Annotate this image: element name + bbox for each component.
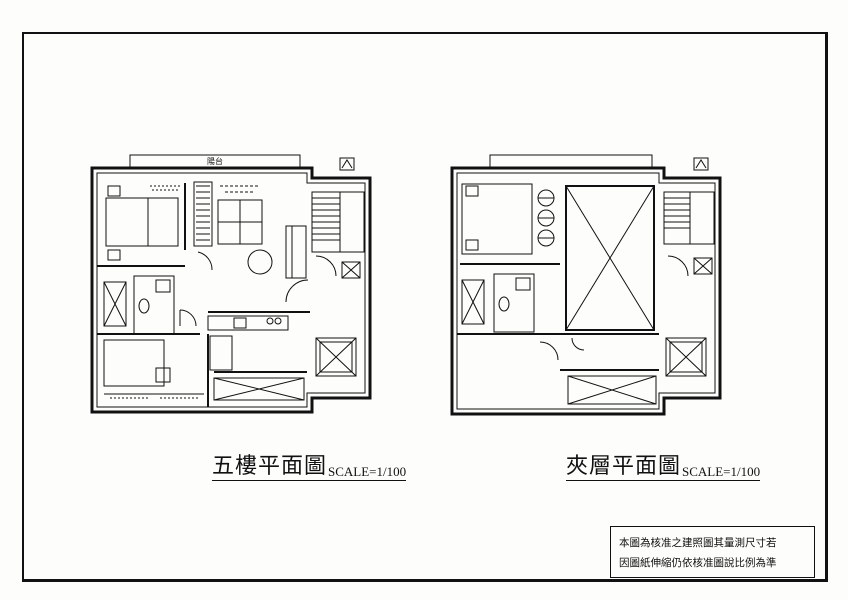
note-line-1: 本圖為核准之建照圖其量測尺寸若 — [619, 537, 777, 549]
mezzanine-bedroom — [460, 183, 560, 265]
floor5-kitchen — [207, 311, 310, 371]
floor5-utility — [213, 371, 307, 401]
mezzanine-vent — [693, 157, 709, 171]
floor5-master-bedroom — [97, 183, 186, 267]
floor5-scale-text: SCALE=1/100 — [328, 464, 407, 479]
floor5-plan: 陽台 — [90, 154, 372, 414]
mezzanine-void — [565, 185, 655, 331]
mezzanine-elevator — [665, 337, 707, 377]
mezzanine-scale-text: SCALE=1/100 — [682, 464, 761, 479]
drawing-frame — [22, 32, 828, 582]
floor5-wardrobe — [193, 181, 213, 247]
floor5-stair — [311, 191, 365, 253]
note-line-2: 因圖紙伸縮仍依核准圖說比例為準 — [619, 557, 777, 569]
mezzanine-lower-area — [457, 333, 659, 405]
floor5-outer-wall — [90, 166, 372, 414]
mezzanine-title-text: 夾層平面圖 — [566, 454, 682, 479]
floor5-balcony-label: 陽台 — [207, 156, 223, 166]
floor5-bedroom-2 — [97, 333, 209, 407]
mezzanine-balcony — [489, 154, 653, 169]
approval-note-box: 本圖為核准之建照圖其量測尺寸若 因圖紙伸縮仍依核准圖說比例為準 — [610, 526, 815, 578]
mezzanine-shaft-small — [693, 257, 713, 275]
floor5-elevator — [315, 337, 357, 377]
floor5-living — [197, 185, 337, 303]
mezzanine-outer-wall — [450, 166, 722, 416]
floor5-vent — [339, 157, 355, 171]
floor5-bathroom — [103, 275, 197, 335]
floor5-plan-title: 五樓平面圖 SCALE=1/100 — [212, 454, 407, 481]
mezzanine-plan-title: 夾層平面圖 SCALE=1/100 — [566, 454, 761, 481]
mezzanine-plan — [450, 154, 722, 416]
floor5-outer-wall-inner — [96, 172, 366, 408]
mezzanine-bathroom — [461, 255, 689, 361]
mezzanine-stair — [663, 191, 715, 245]
floor5-title-text: 五樓平面圖 — [212, 454, 328, 479]
floor5-shaft-small — [341, 261, 361, 279]
